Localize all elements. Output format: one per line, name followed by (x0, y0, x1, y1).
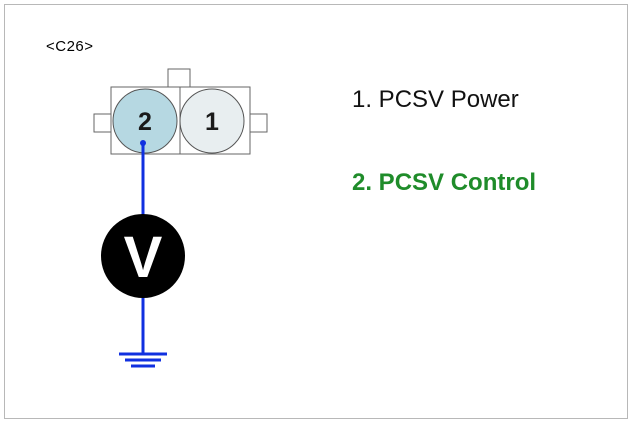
connector-latch (167, 68, 191, 89)
probe-contact-point (140, 140, 146, 146)
ground-icon (119, 352, 167, 368)
pin-1 (179, 88, 245, 154)
voltmeter-icon (101, 214, 185, 298)
legend-pin-2: 2. PCSV Control (352, 169, 537, 196)
connector-id-label: <C26> (46, 38, 94, 55)
connector-left-tab (93, 113, 113, 133)
diagram-frame (4, 4, 628, 419)
pin-1-label: 1 (205, 108, 219, 136)
voltmeter-symbol: V (124, 225, 163, 290)
legend-pin-1: 1. PCSV Power (352, 86, 519, 113)
connector-right-tab (248, 113, 268, 133)
pin-2-label: 2 (138, 108, 152, 136)
pin-2 (112, 88, 178, 154)
